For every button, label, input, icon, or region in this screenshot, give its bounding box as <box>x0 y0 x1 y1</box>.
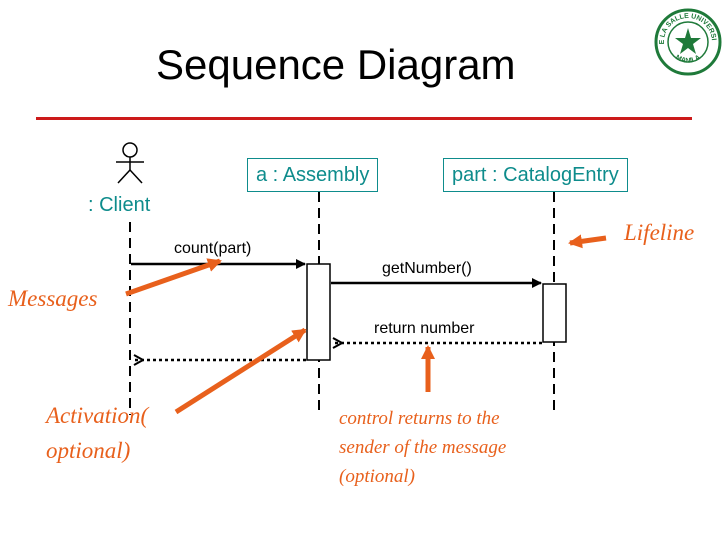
control-returns-annotation-line1: control returns to the <box>339 408 500 429</box>
client-actor-icon <box>116 142 144 184</box>
messages-pointer-arrow <box>125 258 222 297</box>
activation-pointer-arrow <box>174 327 307 415</box>
control-returns-annotation-line2: sender of the message <box>339 437 507 458</box>
lifeline-pointer-arrow <box>568 234 607 249</box>
page-title: Sequence Diagram <box>156 41 516 88</box>
activation-annotation-line1: Activation( <box>46 403 149 428</box>
client-actor-label: : Client <box>88 194 151 216</box>
getnumber-message-label: getNumber() <box>382 260 472 277</box>
logo-bottom-text: MANILA <box>674 54 702 64</box>
lifeline-annotation: Lifeline <box>624 220 695 245</box>
assembly-activation-box <box>306 263 331 361</box>
catalog-entry-object-box: part : CatalogEntry <box>443 158 628 192</box>
control-returns-annotation-line3: (optional) <box>339 466 415 487</box>
university-seal-logo: DE LA SALLE UNIVERSITY MANILA <box>654 8 722 76</box>
title-divider <box>36 117 692 120</box>
return-number-label: return number <box>374 320 475 337</box>
assembly-object-box: a : Assembly <box>247 158 379 192</box>
activation-annotation-line2: optional) <box>46 438 131 463</box>
messages-annotation: Messages <box>8 286 98 311</box>
catalog-activation-box <box>542 283 567 343</box>
svg-text:MANILA: MANILA <box>674 54 702 64</box>
count-message-label: count(part) <box>174 240 252 257</box>
